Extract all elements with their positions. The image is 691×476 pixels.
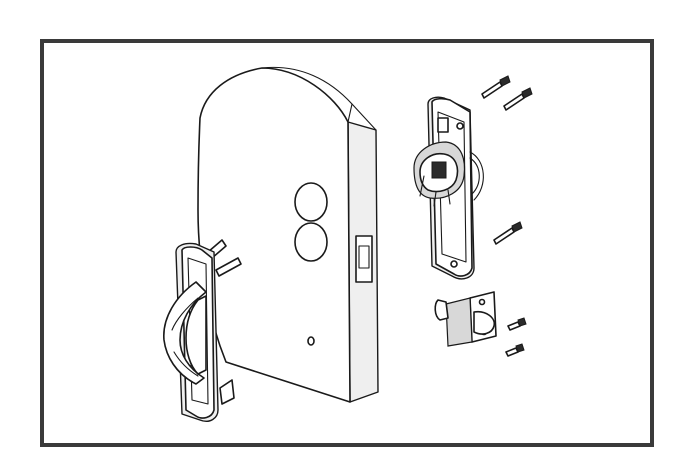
cable-loop xyxy=(469,151,484,201)
interior-escutcheon xyxy=(413,96,484,280)
mounting-post-lower xyxy=(215,257,242,277)
door-face xyxy=(197,67,351,403)
latch-mortise xyxy=(355,235,373,283)
strike-screw-1 xyxy=(507,321,521,331)
strike-screws xyxy=(505,317,527,357)
upper-bore-hole xyxy=(294,182,328,222)
handle-grip xyxy=(163,281,207,385)
strike-screw-2 xyxy=(505,347,519,357)
mounting-screws xyxy=(481,75,533,245)
latch-tongue xyxy=(473,310,496,335)
handle-inner xyxy=(185,295,207,375)
screw-3 xyxy=(493,227,515,245)
door-screw-hole xyxy=(307,336,315,346)
mounting-post-bottom xyxy=(219,379,235,405)
lower-bore-hole xyxy=(294,222,328,262)
door-top-edge xyxy=(261,66,377,131)
latch-body xyxy=(445,297,473,347)
latch-bolt xyxy=(434,291,497,347)
exterior-escutcheon xyxy=(163,239,242,422)
plate-clip xyxy=(437,117,449,133)
door-panel xyxy=(197,66,379,403)
screw-2 xyxy=(503,93,525,111)
screw-1 xyxy=(481,81,503,99)
